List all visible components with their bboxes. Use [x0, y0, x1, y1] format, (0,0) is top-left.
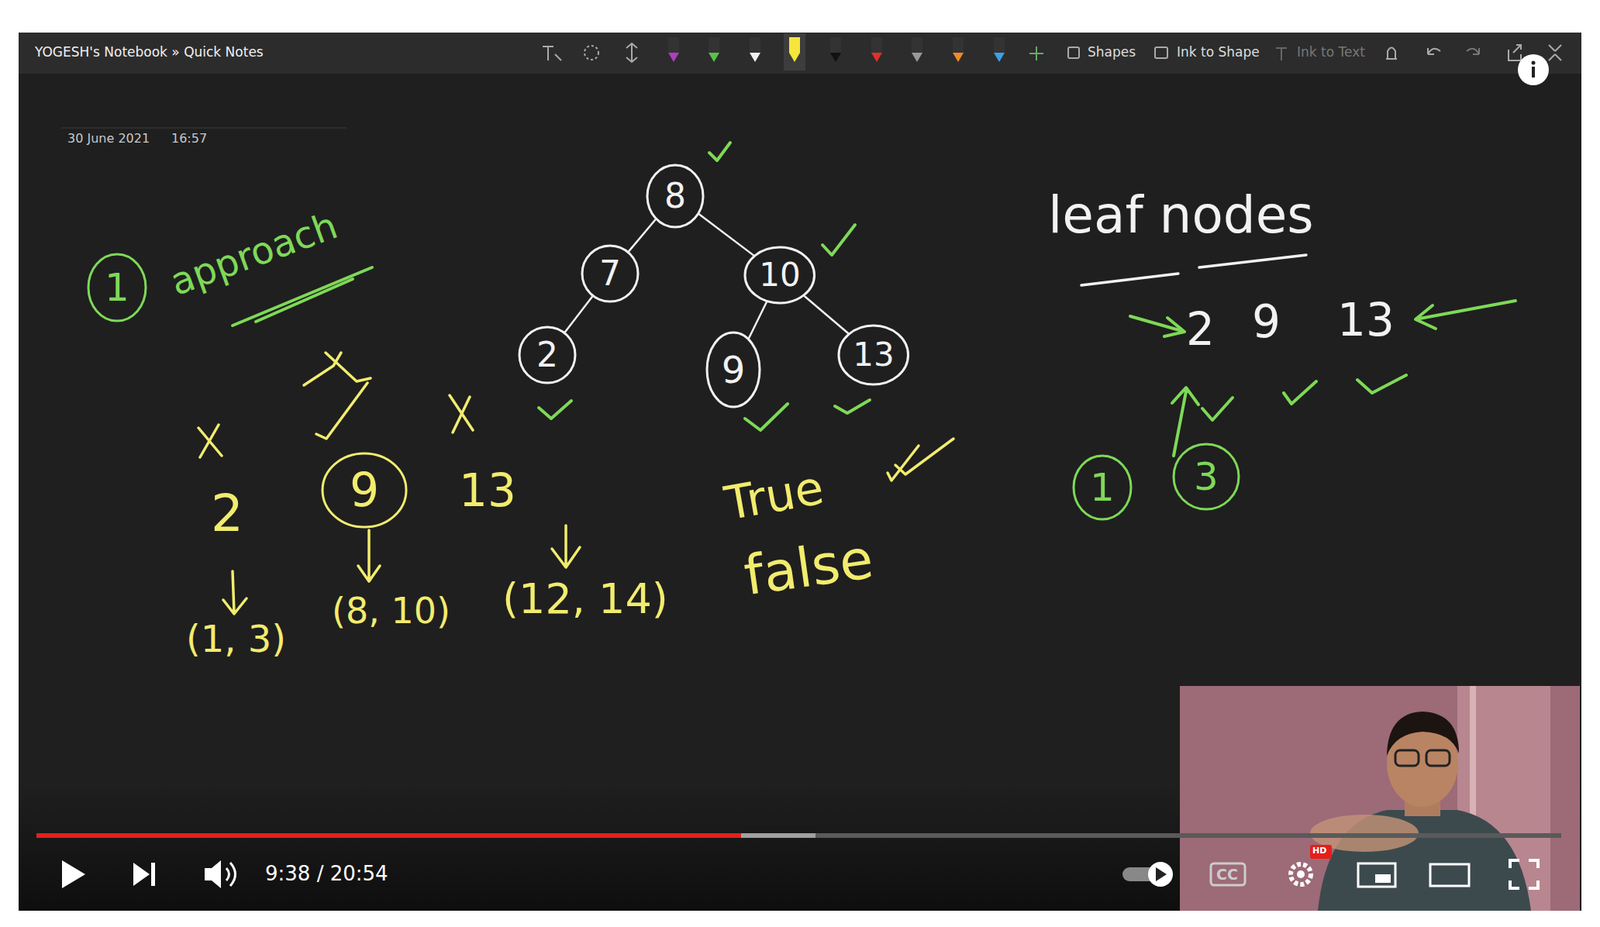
node-value: 9	[349, 466, 380, 514]
toolbar-button: Ink to Shape	[1176, 44, 1260, 61]
node-value: 13	[852, 338, 894, 372]
node-value: 9	[721, 351, 746, 389]
tree-edge	[699, 214, 753, 256]
leaf-value: 9	[1251, 296, 1281, 349]
node-value: 3	[1193, 457, 1219, 497]
range-pair: (1, 3)	[186, 617, 287, 661]
tree-edge	[628, 220, 656, 252]
tree-node-circle: 7	[580, 244, 640, 304]
tree-node-circle: 10	[743, 245, 817, 305]
toolbar	[18, 32, 1582, 74]
page-date: 30 June 2021	[67, 131, 150, 146]
underline	[1081, 255, 1307, 286]
toolbar-button: Ink to Text	[1296, 44, 1366, 61]
node-value: 1	[1089, 468, 1115, 507]
tree-edge	[804, 296, 849, 333]
range-pair: (8, 10)	[331, 590, 451, 632]
player-button: CC	[1216, 866, 1238, 884]
green-annotations	[232, 142, 1516, 456]
toolbar-button: Shapes	[1087, 44, 1136, 61]
node-value: 1	[104, 268, 130, 307]
handwritten-heading: leaf nodes	[1048, 186, 1314, 245]
canvas	[18, 32, 1582, 911]
webcam-inset	[1179, 686, 1580, 911]
toolbar-icons	[542, 43, 1562, 63]
range-pair: (12, 14)	[502, 575, 669, 624]
leaf-value: 13	[458, 465, 517, 518]
tree-node-circle: 3	[1172, 442, 1241, 511]
leaf-value: 2	[210, 484, 244, 544]
tree-edge	[748, 302, 766, 338]
node-value: 2	[536, 337, 559, 373]
leaf-value: 13	[1337, 294, 1395, 347]
tree-node-circle: 9	[705, 331, 762, 409]
video-time: 9:38 / 20:54	[265, 862, 389, 887]
node-value: 10	[758, 258, 800, 292]
tree-node-circle: 8	[645, 163, 705, 229]
page-time: 16:57	[171, 131, 207, 146]
tree-node-circle: 1	[86, 252, 148, 323]
tree-node-circle: 9	[320, 451, 408, 529]
leaf-value: 2	[1186, 303, 1215, 356]
pen-icons	[668, 33, 1005, 71]
tree-edge	[565, 296, 593, 332]
notebook-title: YOGESH's Notebook » Quick Notes	[34, 44, 264, 61]
node-value: 7	[599, 256, 621, 291]
quality-badge: HD	[1312, 846, 1327, 857]
node-value: 8	[664, 179, 687, 214]
info-icon	[1517, 54, 1549, 86]
player-controls	[36, 833, 1562, 889]
date-rule	[61, 127, 347, 129]
tree-node-circle: 2	[517, 325, 577, 385]
tree-node-circle: 1	[1072, 454, 1133, 521]
tree-node-circle: 13	[837, 324, 911, 387]
